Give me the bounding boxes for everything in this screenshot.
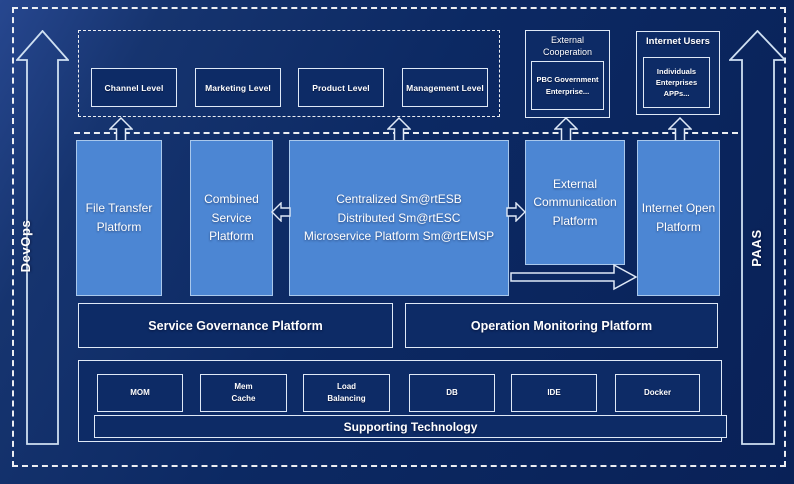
flow-arrow-horizontal — [510, 263, 638, 291]
platform-label: Internet Open Platform — [641, 201, 716, 234]
tech-box-mem-cache: Mem Cache — [200, 374, 287, 412]
flow-arrow-left — [271, 202, 291, 222]
governance-box-service-governance: Service Governance Platform — [78, 303, 393, 348]
internet-users-members-box: Individuals Enterprises APPs... — [643, 57, 710, 108]
tech-box-load-balancing: Load Balancing — [303, 374, 390, 412]
governance-label: Service Governance Platform — [148, 318, 323, 333]
devops-label: DevOps — [18, 219, 33, 273]
level-box-channel: Channel Level — [91, 68, 177, 107]
platform-label: External Communication Platform — [533, 176, 617, 228]
governance-box-operation-monitoring: Operation Monitoring Platform — [405, 303, 718, 348]
tech-label: Load Balancing — [327, 382, 366, 403]
platform-label: Combined Service Platform — [204, 192, 259, 244]
tech-box-db: DB — [409, 374, 495, 412]
tech-label: IDE — [547, 388, 561, 398]
devops-arrow — [16, 30, 69, 445]
paas-arrow — [729, 30, 786, 445]
separator-dashed-line — [74, 132, 738, 134]
tech-label: MOM — [130, 388, 150, 398]
tech-label: Docker — [643, 388, 672, 398]
flow-arrow-right — [506, 202, 526, 222]
level-box-marketing: Marketing Level — [195, 68, 281, 107]
level-label: Channel Level — [104, 82, 164, 93]
internet-users-members: Individuals Enterprises APPs... — [655, 66, 698, 99]
internet-users-title: Internet Users — [646, 36, 710, 47]
level-label: Marketing Level — [205, 82, 271, 93]
external-cooperation-title: External Cooperation — [542, 35, 593, 57]
supporting-technology-label: Supporting Technology — [343, 419, 478, 434]
platform-box-file-transfer: File Transfer Platform — [76, 140, 162, 296]
platform-box-internet-open: Internet Open Platform — [637, 140, 720, 296]
tech-box-ide: IDE — [511, 374, 597, 412]
tech-label: DB — [446, 388, 458, 398]
outer-dashed-border — [12, 7, 786, 467]
platform-box-esb: Centralized Sm@rtESB Distributed Sm@rtES… — [289, 140, 509, 296]
platform-label: Centralized Sm@rtESB Distributed Sm@rtES… — [303, 192, 495, 244]
level-label: Product Level — [312, 82, 370, 93]
paas-label: PAAS — [749, 229, 764, 267]
platform-box-combined-service: Combined Service Platform — [190, 140, 273, 296]
governance-label: Operation Monitoring Platform — [470, 318, 653, 333]
level-box-product: Product Level — [298, 68, 384, 107]
tech-box-docker: Docker — [615, 374, 700, 412]
level-label: Management Level — [406, 82, 484, 93]
tech-box-mom: MOM — [97, 374, 183, 412]
platform-box-external-communication: External Communication Platform — [525, 140, 625, 265]
tech-label: Mem Cache — [231, 382, 256, 403]
level-box-management: Management Level — [402, 68, 488, 107]
levels-dashed-container — [78, 30, 500, 117]
supporting-technology-bar: Supporting Technology — [94, 415, 727, 438]
external-cooperation-members: PBC Government Enterprise... — [536, 75, 599, 96]
platform-label: File Transfer Platform — [85, 201, 153, 234]
external-cooperation-members-box: PBC Government Enterprise... — [531, 61, 604, 110]
